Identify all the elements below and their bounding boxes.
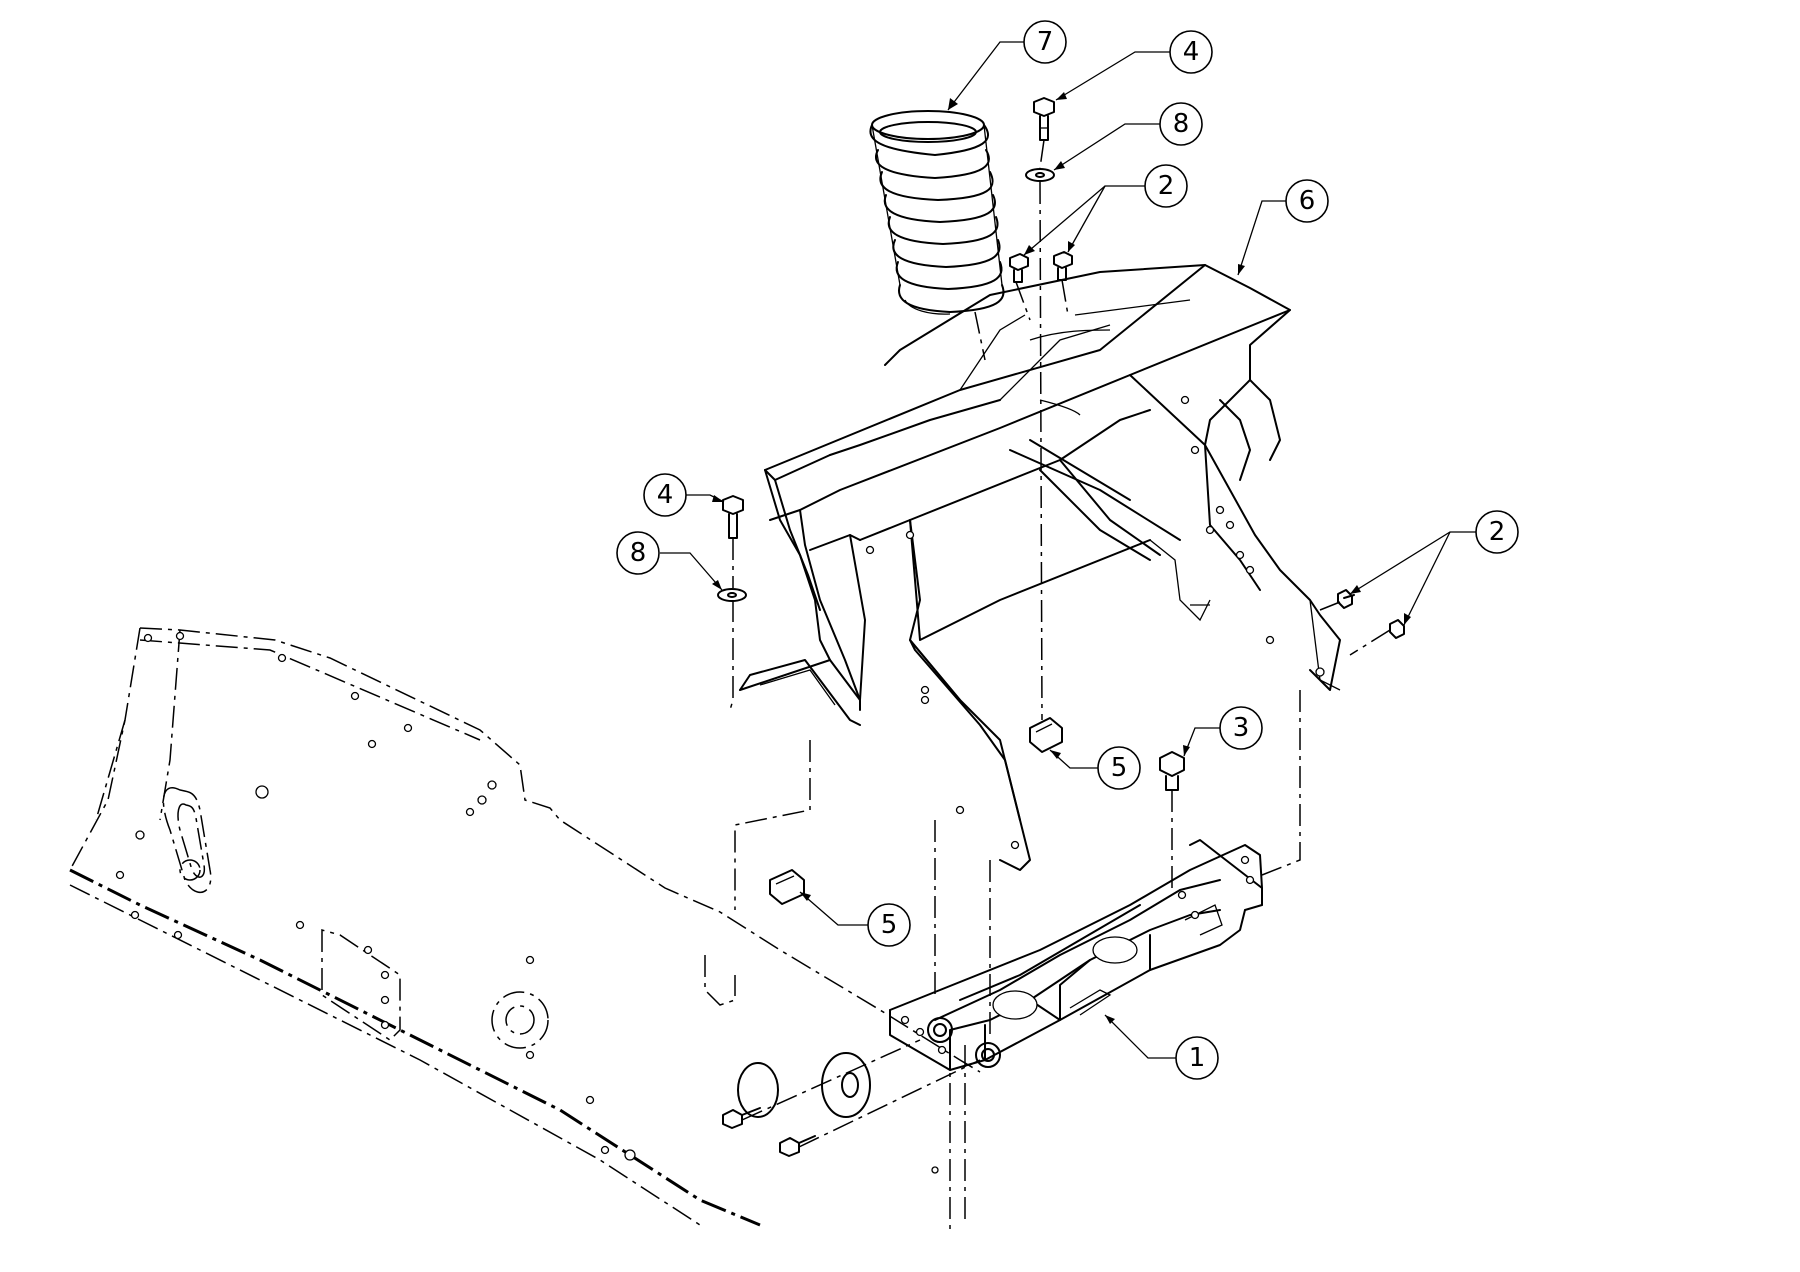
callout-7: 7 — [1023, 20, 1067, 64]
callout-leaders — [660, 41, 1476, 1059]
callout-7-label: 7 — [1037, 27, 1054, 57]
base-bracket-part-1 — [889, 839, 1263, 1071]
callout-4-upper: 4 — [1169, 30, 1213, 74]
screw-part-2-upper-left — [1009, 253, 1029, 283]
callout-5-upper: 5 — [1097, 746, 1141, 790]
callout-2-upper: 2 — [1144, 164, 1188, 208]
clip-nut-part-5-upper — [1029, 717, 1063, 753]
screw-part-2-side-lower — [1389, 619, 1405, 639]
dash-housing-holes — [865, 395, 1325, 850]
callout-2-side-label: 2 — [1489, 517, 1506, 547]
base-bracket-holes — [900, 855, 1255, 1055]
frame-rail-phantom — [69, 627, 981, 1230]
callout-5-lower-label: 5 — [881, 910, 898, 940]
callout-2-side: 2 — [1475, 510, 1519, 554]
callout-6-label: 6 — [1299, 186, 1316, 216]
callout-1: 1 — [1175, 1036, 1219, 1080]
callout-8-upper-label: 8 — [1173, 109, 1190, 139]
callout-4-lower: 4 — [643, 473, 687, 517]
frame-bushings — [737, 1052, 871, 1118]
callout-1-label: 1 — [1189, 1043, 1206, 1073]
washer-part-8-upper — [1025, 168, 1055, 182]
bolt-part-3 — [1159, 751, 1185, 791]
callout-8-lower-label: 8 — [630, 538, 647, 568]
callout-2-upper-label: 2 — [1158, 171, 1175, 201]
frame-holes — [115, 631, 939, 1174]
bracket-nuts — [927, 1017, 1001, 1068]
callout-3-label: 3 — [1233, 713, 1250, 743]
frame-bolt-lower-right — [779, 1135, 816, 1157]
callout-4-upper-label: 4 — [1183, 37, 1200, 67]
callout-5-upper-label: 5 — [1111, 753, 1128, 783]
frame-bolt-lower-left — [722, 1107, 761, 1129]
callout-6: 6 — [1285, 179, 1329, 223]
callout-8-upper: 8 — [1159, 102, 1203, 146]
clip-nut-part-5-lower — [769, 869, 805, 905]
steering-boot-part-7 — [869, 110, 1005, 315]
screw-part-2-upper-right — [1053, 251, 1073, 281]
bolt-part-4-upper — [1033, 97, 1055, 141]
callout-8-lower: 8 — [616, 531, 660, 575]
callout-5-lower: 5 — [867, 903, 911, 947]
bolt-part-4-lower — [722, 495, 744, 539]
dash-housing-part-6 — [739, 264, 1341, 871]
callout-3: 3 — [1219, 706, 1263, 750]
callout-4-lower-label: 4 — [657, 480, 674, 510]
washer-part-8-lower — [717, 588, 747, 602]
assembly-lines — [729, 139, 1391, 1148]
